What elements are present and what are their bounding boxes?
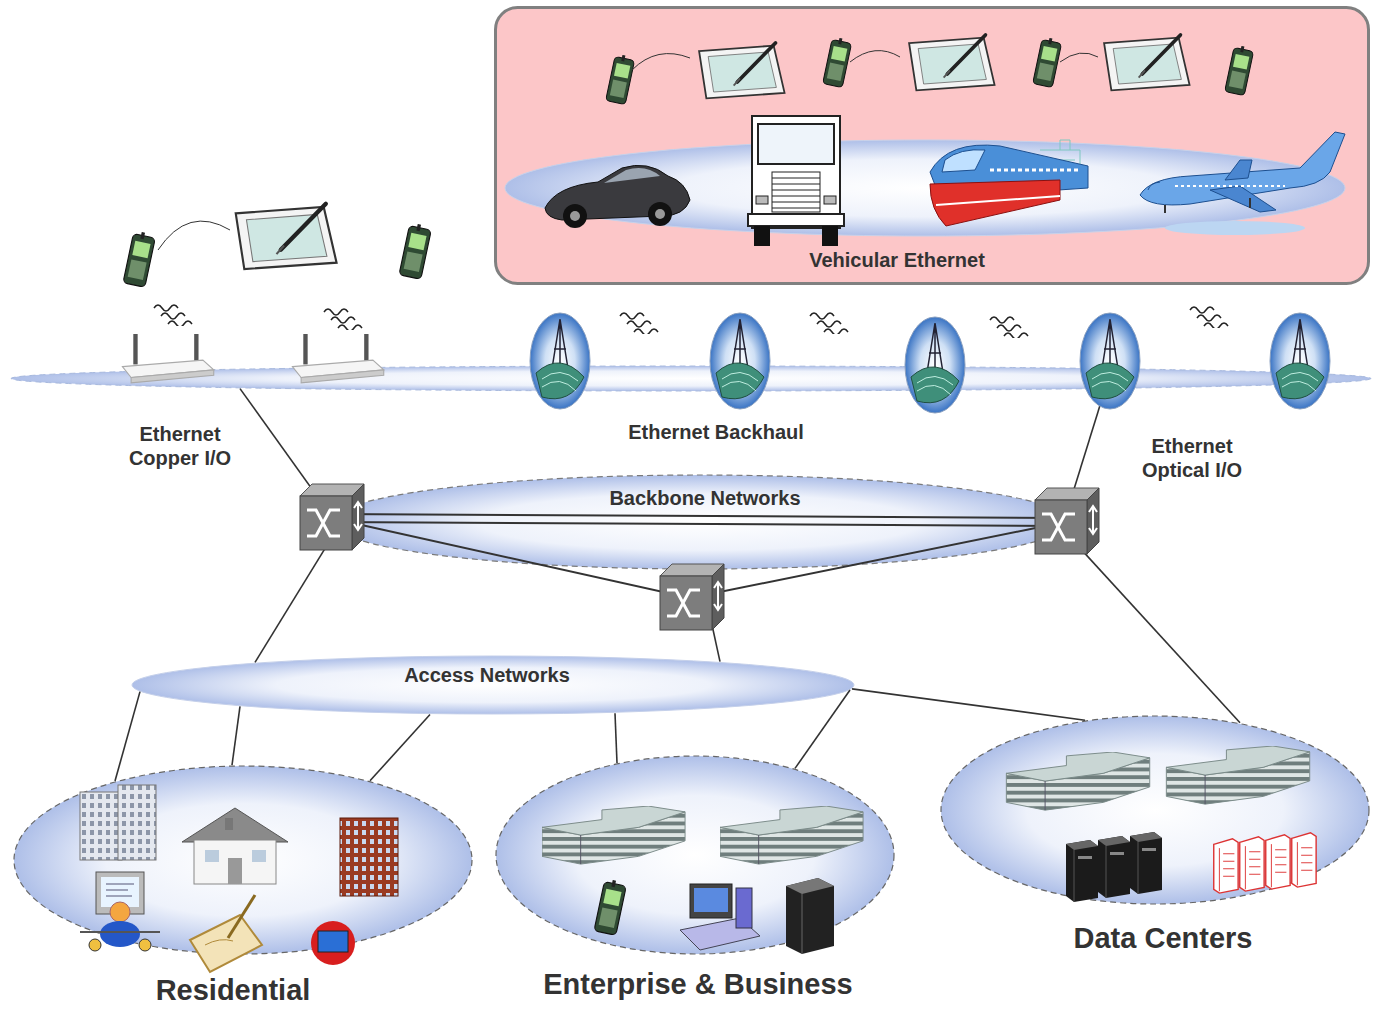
network-link: [240, 389, 332, 517]
access-ellipse: Access Networks: [131, 655, 855, 715]
node-title: Access Networks: [337, 663, 637, 687]
radio-waves: [154, 305, 192, 327]
vehicular-panel-outline: [494, 6, 1370, 285]
enterprise-ellipse-shape: [496, 756, 894, 954]
cell-towers: [1270, 313, 1330, 409]
backhaul-band-outline: [10, 365, 1372, 392]
port-label: Ethernet Copper I/O: [115, 422, 245, 470]
backbone-ellipse: Backbone Networks: [330, 474, 1070, 570]
network-link: [255, 531, 336, 663]
mobile-devices: [236, 204, 337, 269]
residential-ellipse-outline: [13, 765, 473, 955]
mobile-devices: [158, 221, 230, 250]
node-title: Vehicular Ethernet: [737, 248, 1057, 272]
datacenter-ellipse-shape: [941, 716, 1369, 904]
cell-towers: [530, 313, 590, 409]
residential-ellipse: Residential: [13, 765, 473, 1010]
cell-towers: [905, 317, 965, 413]
residential-ellipse-shape: [14, 766, 472, 954]
port-label: Ethernet Optical I/O: [1127, 434, 1257, 482]
network-link: [700, 570, 720, 662]
radio-waves: [990, 317, 1028, 339]
network-link: [1066, 389, 1105, 515]
vehicular-panel-shape: [496, 8, 1369, 284]
cell-towers: [530, 313, 1330, 413]
radio-waves: [620, 313, 658, 335]
radio-waves: [154, 305, 1228, 339]
datacenter-ellipse-outline: [940, 715, 1370, 905]
network-link: [615, 713, 617, 763]
enterprise-ellipse-outline: [495, 755, 895, 955]
network-link: [115, 692, 140, 781]
node-title: Data Centers: [1013, 921, 1313, 956]
access-ellipse-shape: [132, 656, 854, 714]
node-title: Backbone Networks: [555, 486, 855, 510]
radio-waves: [1190, 307, 1228, 329]
switches: [660, 564, 724, 630]
network-link: [370, 715, 430, 781]
residential-icons: [89, 939, 101, 951]
datacenter-ellipse: Data Centers: [940, 715, 1370, 965]
radio-waves: [810, 313, 848, 335]
backbone-ellipse-shape: [331, 475, 1069, 569]
backhaul-band-shape: [11, 366, 1371, 391]
network-link: [852, 689, 1085, 720]
network-link: [232, 706, 240, 765]
node-title: Residential: [83, 973, 383, 1008]
mobile-devices: [399, 222, 432, 279]
radio-waves: [324, 309, 362, 331]
vehicular-panel: Vehicular Ethernet: [494, 6, 1370, 285]
label-holder: Ethernet Optical I/O: [1127, 434, 1257, 482]
cell-towers: [1080, 313, 1140, 409]
mobile-devices: [123, 230, 156, 287]
network-link: [1064, 531, 1240, 723]
label-holder: Ethernet Copper I/O: [115, 422, 245, 470]
node-title: Ethernet Backhaul: [566, 420, 866, 444]
network-link: [795, 690, 850, 768]
enterprise-ellipse: Enterprise & Business: [495, 755, 931, 1005]
node-title: Enterprise & Business: [488, 967, 908, 1002]
cell-towers: [710, 313, 770, 409]
